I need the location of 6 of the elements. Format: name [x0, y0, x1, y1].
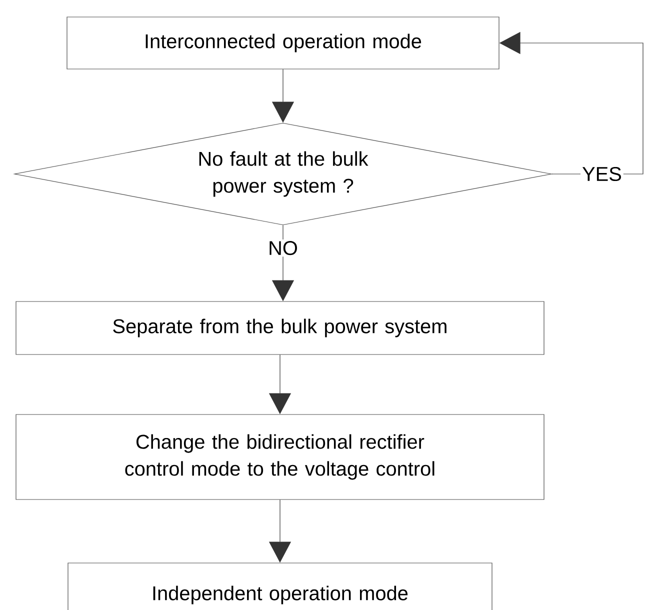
process-box: Change the bidirectional rectifier control mode to the voltage control [16, 414, 544, 500]
edge-label: YES [580, 165, 624, 183]
process-box: Interconnected operation mode [66, 16, 500, 70]
process-box: Separate from the bulk power system [16, 301, 544, 355]
edge-label: NO [266, 240, 300, 257]
process-box: Independent operation mode [68, 562, 492, 610]
